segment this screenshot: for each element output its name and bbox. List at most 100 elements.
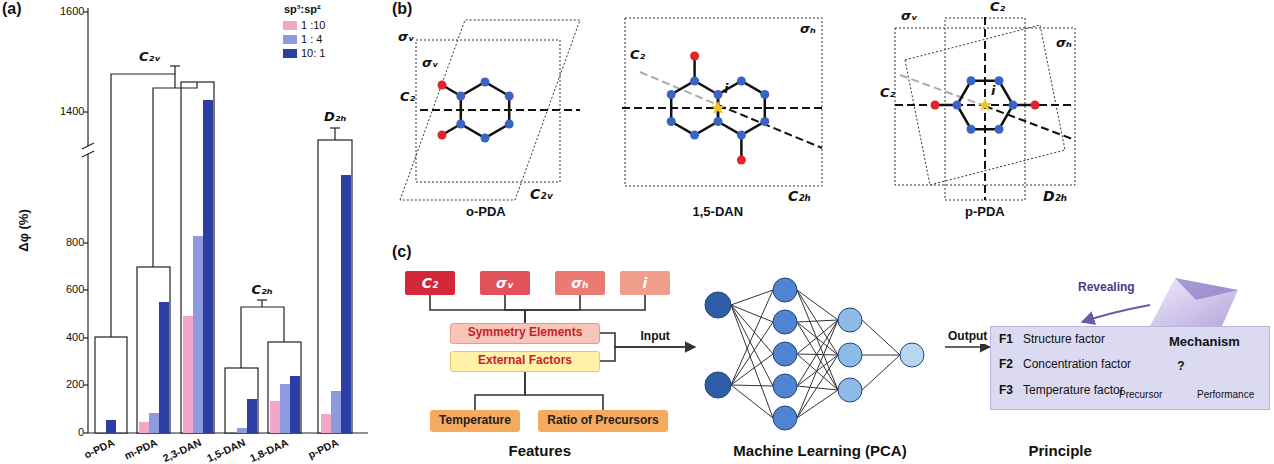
network-link: [862, 355, 900, 390]
network-neuron: [773, 374, 797, 398]
machine-learning-panel: Machine Learning (PCA): [695, 268, 945, 462]
label-text: C₂: [630, 48, 645, 63]
legend-text: 10: 1: [301, 47, 325, 60]
legend-text: 1 :10: [301, 19, 325, 32]
network-link: [797, 320, 838, 386]
node-text: Concentration factor: [1023, 358, 1131, 372]
feature-box: Ratio of Precursors: [538, 410, 668, 432]
connector: [505, 295, 525, 323]
label-text: m-PDA: [122, 436, 159, 462]
label-text: σₕ: [800, 22, 816, 37]
label-text: 200: [66, 378, 84, 391]
node-text: F1: [999, 333, 1013, 347]
network-link: [731, 290, 773, 305]
label-text: C₂: [880, 86, 895, 101]
node-text: Precursor: [1119, 389, 1162, 401]
label-text: C₂: [400, 90, 415, 105]
label-text: C₂: [990, 0, 1005, 15]
node-text: Structure factor: [1023, 333, 1105, 347]
network-link: [797, 354, 838, 355]
node-text: σᵥ: [496, 275, 514, 291]
label-text: 1,8-DAA: [248, 436, 290, 464]
paper-fold: [1150, 278, 1238, 326]
label-text: C₂ᵥ: [139, 50, 161, 65]
label-text: o-PDA: [82, 436, 116, 460]
label-text: (c): [392, 243, 412, 261]
network-neuron: [773, 406, 797, 430]
network-link: [797, 355, 838, 386]
molecule-1-5-dan: [622, 18, 825, 186]
label-text: σᵥ: [398, 30, 415, 45]
node-text: Machine Learning (PCA): [733, 442, 906, 459]
network-link: [731, 305, 773, 322]
network-link: [731, 305, 773, 418]
network-neuron: [838, 343, 862, 367]
label-text: i: [991, 84, 995, 99]
symmetry-element-box: C₂: [405, 271, 455, 295]
network-link: [731, 322, 773, 385]
network-link: [797, 320, 838, 354]
network-link: [797, 290, 838, 355]
label-text: 600: [66, 283, 84, 296]
connector: [525, 295, 645, 323]
network-link: [731, 305, 773, 386]
node-text: i: [643, 275, 648, 291]
connector: [945, 346, 990, 348]
legend-swatch: [283, 49, 297, 58]
symmetry-element-box: i: [620, 271, 670, 295]
label-text: (b): [392, 0, 412, 18]
node-text: σₕ: [571, 275, 588, 291]
network-neuron: [773, 310, 797, 334]
network-neuron: [838, 308, 862, 332]
label-text: Principle: [1029, 442, 1092, 459]
node-text: F2: [999, 358, 1013, 372]
label-text: C₂ₕ: [252, 283, 273, 298]
label-text: σₕ: [1056, 36, 1072, 51]
molecule-o-pda: [400, 20, 580, 200]
network-link: [862, 355, 900, 356]
node-text: F3: [999, 384, 1013, 398]
feature-box: Symmetry Elements: [450, 323, 600, 344]
legend-swatch: [283, 35, 297, 44]
node-text: ?: [1177, 360, 1184, 374]
network-link: [797, 354, 838, 390]
label-text: 400: [66, 331, 84, 344]
network-link: [797, 355, 838, 418]
network-link: [797, 320, 838, 322]
label-text: σᵥ: [422, 56, 439, 71]
symmetry-element-box: σₕ: [555, 271, 605, 295]
node-text: C₂: [422, 275, 438, 291]
network-link: [797, 320, 838, 418]
label-text: C₂ₕ: [788, 188, 811, 204]
network-link: [797, 290, 838, 390]
feature-box: Temperature: [430, 410, 520, 432]
network-link: [731, 305, 773, 354]
label-text: Features: [509, 442, 572, 459]
principle-box: F1 Structure factorF2 Concentration factor…: [990, 326, 1270, 410]
neural-network: [705, 278, 924, 430]
label-text: p-PDA: [965, 205, 1005, 220]
legend-swatch: [283, 21, 297, 30]
connector: [600, 347, 695, 361]
label-text: D₂ₕ: [1043, 188, 1067, 204]
label-text: D₂ₕ: [324, 110, 346, 125]
label-text: C₂ᵥ: [530, 186, 553, 202]
network-link: [797, 322, 838, 390]
label-text: o-PDA: [466, 205, 506, 220]
node-text: Temperature factor: [1023, 384, 1124, 398]
connector: [475, 372, 525, 411]
network-link: [797, 322, 838, 355]
label-text: sp³:sp²: [284, 3, 321, 16]
connector: [525, 295, 580, 323]
node-text: Mechanism: [1169, 335, 1240, 350]
label-text: (a): [2, 0, 22, 18]
network-link: [862, 320, 900, 355]
label-text: p-PDA: [306, 436, 340, 460]
label-text: i: [724, 82, 728, 97]
molecule-p-pda: [895, 17, 1075, 200]
symmetry-element-box: σᵥ: [480, 271, 530, 295]
network-neuron: [773, 278, 797, 302]
feature-box: External Factors: [450, 351, 600, 372]
label-text: σᵥ: [901, 9, 918, 24]
